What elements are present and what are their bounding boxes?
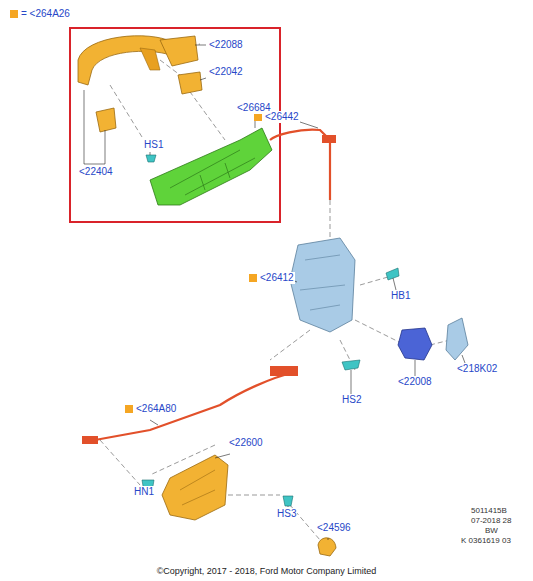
group-frame [70,28,280,222]
copyright-note: ©Copyright, 2017 - 2018, Ford Motor Comp… [156,565,378,577]
drawing-reference: 5011415B [470,506,508,516]
callout-number: <264A80 [135,403,177,415]
legend-text: = <264A26 [21,8,70,20]
drawing-reference: 07-2018 28 [470,516,512,526]
callout-number: HS1 [143,139,164,151]
callout-number: <22600 [228,437,264,449]
legend-entry: = <264A26 [10,8,70,20]
callout-number: <218K02 [456,363,498,375]
callout-number: <22088 [208,39,244,51]
drawing-reference: K 0361619 03 [460,536,512,546]
drawing-reference: BW [484,526,499,536]
legend-swatch [10,10,18,18]
callout-number: HB1 [390,290,411,302]
callout-number: HS2 [341,394,362,406]
callout-number: <22008 [397,376,433,388]
callout-number: HN1 [133,486,155,498]
callout-number: HS3 [276,508,297,520]
callout-number: <26442 [264,111,300,123]
callout-number: <22404 [78,166,114,178]
callout-number: <22042 [208,66,244,78]
callout-number: <26412 [259,272,295,284]
callout-number: <24596 [316,522,352,534]
